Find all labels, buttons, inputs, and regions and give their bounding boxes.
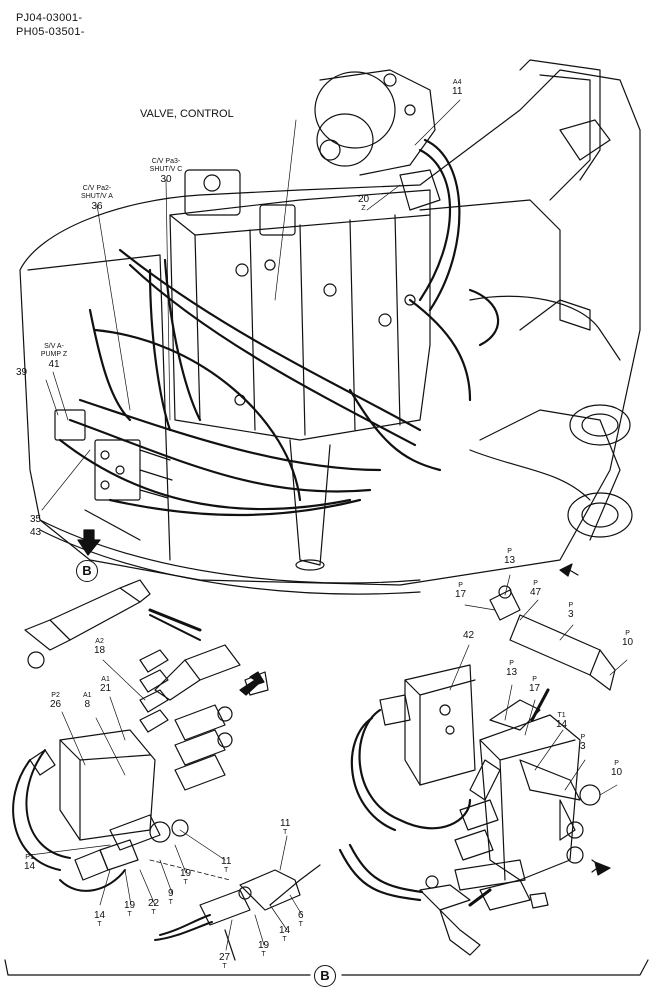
control-valve-body bbox=[169, 169, 431, 571]
leaders-right bbox=[449, 574, 628, 796]
callout-35: 35 bbox=[30, 514, 42, 525]
flow-arrows-right bbox=[530, 688, 611, 876]
solenoid-block-top bbox=[54, 409, 173, 541]
view-arrow bbox=[77, 529, 101, 556]
motor-unit bbox=[314, 69, 441, 211]
flow-arrow-top-right bbox=[559, 563, 579, 577]
callout-39: 39 bbox=[16, 367, 28, 378]
hoses-top bbox=[58, 138, 500, 517]
serial-range-line1: PJ04-03001- bbox=[16, 12, 83, 24]
diagram-title: VALVE, CONTROL bbox=[140, 108, 234, 120]
callout-43: 43 bbox=[30, 527, 42, 538]
exploded-right bbox=[338, 585, 616, 956]
serial-range-line2: PH05-03501- bbox=[16, 26, 85, 38]
callout-42: 42 bbox=[463, 630, 475, 641]
leaders-top bbox=[41, 99, 461, 511]
view-b-marker-top: B bbox=[76, 560, 98, 582]
flow-arrow-left bbox=[148, 608, 265, 696]
view-b-marker-bottom: B bbox=[314, 965, 336, 987]
leaders-left bbox=[29, 659, 303, 951]
view-frame bbox=[4, 959, 649, 976]
exploded-left bbox=[12, 579, 321, 961]
